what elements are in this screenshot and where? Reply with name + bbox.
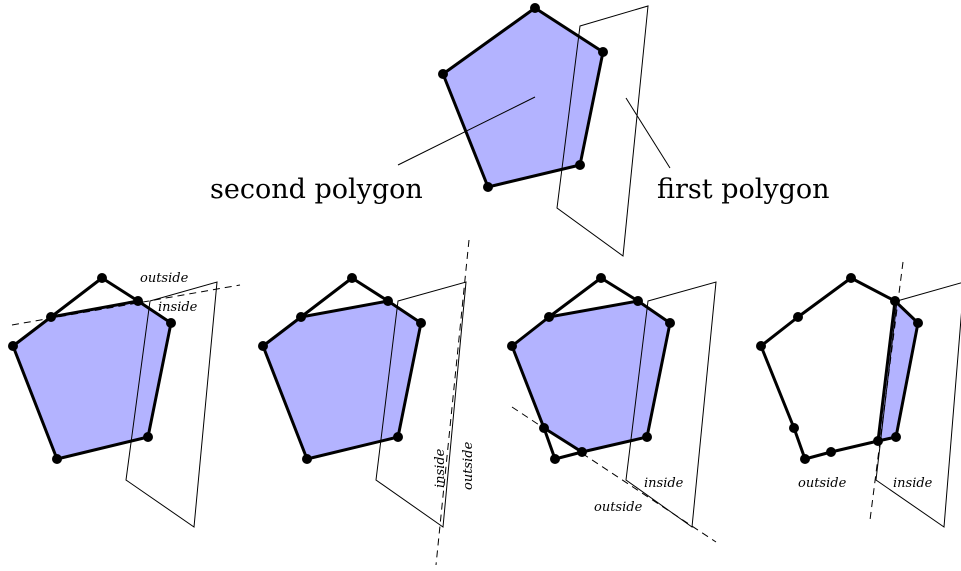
- step-2-outside-label: outside: [461, 441, 476, 490]
- step-4-inside-label: inside: [893, 476, 933, 491]
- second-polygon-vertices: [438, 3, 608, 192]
- step-1-vertices: [8, 273, 176, 464]
- step-3-first-polygon: [625, 281, 717, 528]
- step-3-vertices: [507, 273, 675, 464]
- step-3-fill: [512, 301, 670, 452]
- second-polygon-outline: [441, 6, 605, 189]
- step-1-outside-label: outside: [140, 271, 189, 286]
- step-2-first-polygon: [375, 281, 467, 528]
- step-2-panel: inside outside: [258, 239, 476, 566]
- step-2-vertices: [258, 273, 426, 464]
- step-4-fill: [878, 301, 918, 441]
- step-4-vertices: [756, 273, 923, 464]
- second-polygon-label: second polygon: [210, 174, 423, 205]
- top-panel: second polygon first polygon: [210, 3, 830, 257]
- second-polygon-leader: [397, 96, 536, 166]
- step-2-clip-line: [435, 239, 470, 566]
- step-1-first-polygon: [125, 281, 218, 528]
- step-4-outside-label: outside: [798, 476, 847, 491]
- step-2-fill: [263, 301, 421, 459]
- step-4-clip-line: [869, 261, 904, 521]
- step-3-outside-label: outside: [594, 500, 643, 515]
- step-1-inside-label: inside: [158, 300, 198, 315]
- step-3-panel: inside outside: [507, 273, 717, 543]
- step-4-clip-edge: [876, 299, 897, 443]
- first-polygon: [556, 5, 649, 257]
- step-1-panel: outside inside: [8, 271, 241, 528]
- first-polygon-leader: [625, 97, 671, 169]
- second-polygon-fill: [443, 8, 603, 187]
- step-3-inside-label: inside: [644, 476, 684, 491]
- step-3-outline: [510, 299, 672, 454]
- step-1-fill: [13, 301, 171, 459]
- step-4-panel: outside inside: [756, 261, 961, 528]
- step-2-inside-label: inside: [433, 448, 448, 488]
- first-polygon-label: first polygon: [657, 174, 830, 205]
